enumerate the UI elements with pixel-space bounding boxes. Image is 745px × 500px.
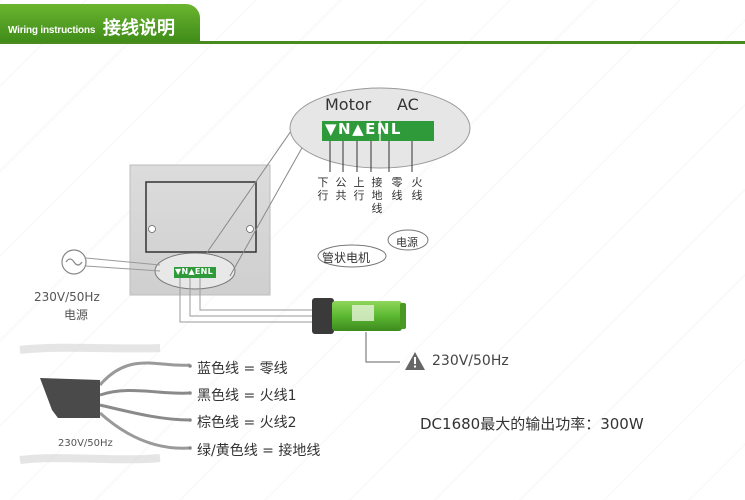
wire-label-earth: 接地线 <box>371 176 383 215</box>
warning-leader <box>365 332 400 363</box>
warning-icon-bar <box>414 357 416 364</box>
warning-icon-dot <box>414 365 416 368</box>
cable-wire-label-earth: 绿/黄色线 = 接地线 <box>197 443 321 459</box>
header-title-en: Wiring instructions <box>8 25 96 36</box>
mains-wire-1 <box>85 257 161 266</box>
ac-sine-icon <box>65 258 83 266</box>
motor-group-label: 管状电机 <box>322 251 371 265</box>
power-note: DC1680最大的输出功率：300W <box>420 415 644 433</box>
motor-wire-3 <box>199 278 312 311</box>
cable-wire-label-brown: 棕色线 = 火线2 <box>197 415 297 431</box>
cable-shadow-stroke-top <box>19 343 161 354</box>
power-group-ellipse <box>387 229 429 251</box>
zoom-line-lower <box>229 145 304 277</box>
wire-label-down: 下行 <box>317 176 329 202</box>
header-rule <box>0 41 745 44</box>
header-title-cn: 接线说明 <box>103 18 175 39</box>
mains-label: 电源 <box>64 308 89 322</box>
motor-label: Motor <box>325 95 372 114</box>
wire-end-dot-4 <box>188 446 192 450</box>
switch-inner-frame <box>145 181 257 253</box>
mains-voltage: 230V/50Hz <box>34 290 100 304</box>
cable-shadow-stroke-bottom <box>19 454 161 464</box>
cable-wire-label-black: 黑色线 = 火线1 <box>197 388 297 404</box>
zoom-line-upper <box>205 117 301 255</box>
small-terminal-letters: ▼N▲ENL <box>175 267 214 276</box>
mains-wire-2 <box>85 265 161 272</box>
wire-label-common: 公共 <box>335 176 347 202</box>
wire-end-dot-3 <box>188 418 192 422</box>
cable-voltage: 230V/50Hz <box>58 438 113 449</box>
cable-wire-black <box>99 389 191 397</box>
wire-end-dot-1 <box>188 364 192 368</box>
motor-end-cap <box>400 303 406 329</box>
section-header: Wiring instructions 接线说明 <box>0 0 745 44</box>
wire-label-live: 火线 <box>411 176 423 202</box>
motor-wire-1 <box>179 278 312 323</box>
ac-label: AC <box>397 95 419 114</box>
terminal-strip <box>322 121 434 141</box>
motor-group-ellipse <box>317 244 387 268</box>
header-tab: Wiring instructions 接线说明 <box>0 4 200 42</box>
wire-label-neutral: 零线 <box>391 176 403 202</box>
cable-wire-blue <box>98 361 191 386</box>
power-group-label: 电源 <box>396 236 418 249</box>
warning-text: 230V/50Hz <box>432 353 509 369</box>
cable-wire-earth <box>98 411 191 450</box>
wire-end-dot-2 <box>188 391 192 395</box>
wire-label-up: 上行 <box>353 176 365 202</box>
terminal-letters: ▼N▲ENL <box>325 120 402 138</box>
motor-label-patch <box>352 305 374 321</box>
screw-hole-right <box>246 225 254 233</box>
motor-wire-2 <box>189 278 312 317</box>
motor-head <box>312 298 334 334</box>
cable-wire-label-blue: 蓝色线 = 零线 <box>197 361 288 377</box>
small-terminal-strip <box>174 267 216 278</box>
cable-wire-brown <box>99 403 191 422</box>
screw-hole-left <box>148 225 156 233</box>
cable-jacket <box>40 378 100 418</box>
